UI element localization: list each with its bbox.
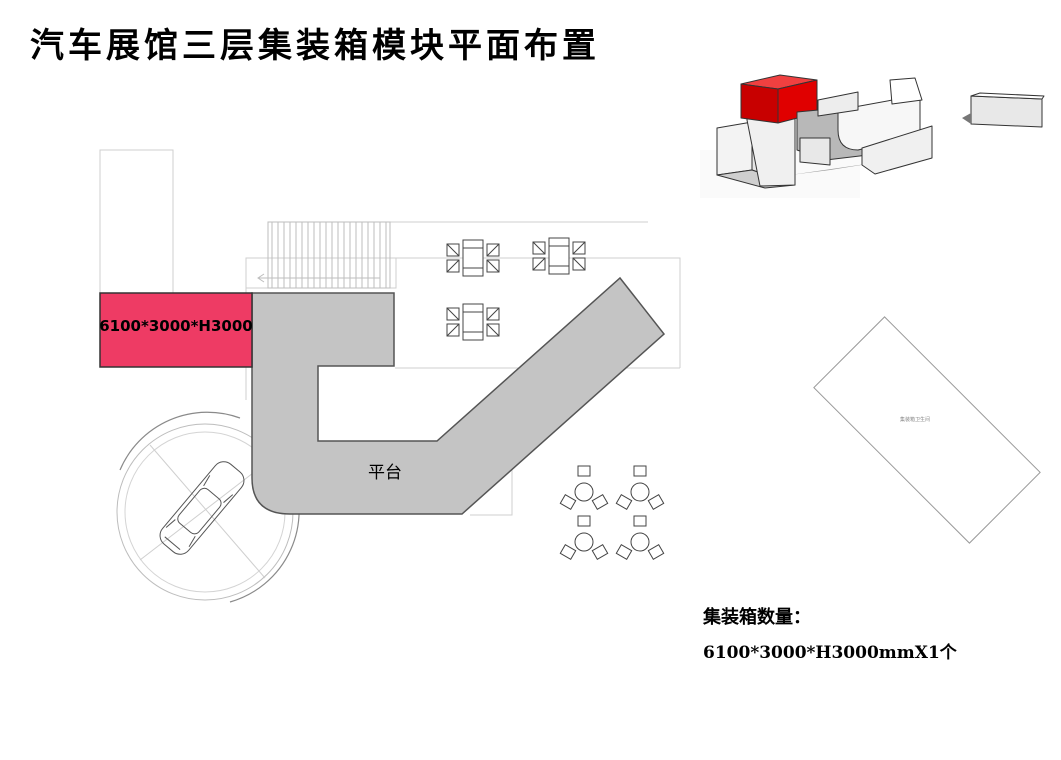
table-set — [446, 237, 586, 341]
quantity-value: 6100*3000*H3000mmX1个 — [703, 643, 957, 663]
small-room — [813, 316, 1041, 544]
round-table-set — [559, 465, 665, 561]
container-dimension-label: 6100*3000*H3000 — [99, 317, 253, 335]
small-room-label: 集装箱卫生间 — [900, 416, 930, 423]
car-icon — [159, 461, 245, 555]
container-module — [99, 292, 253, 368]
platform-label: 平台 — [368, 463, 402, 483]
platform-area — [251, 276, 666, 515]
page-title: 汽车展馆三层集装箱模块平面布置 — [30, 26, 600, 66]
stairs — [257, 221, 391, 289]
quantity-heading: 集装箱数量： — [703, 607, 811, 628]
isometric-model — [700, 74, 1045, 198]
